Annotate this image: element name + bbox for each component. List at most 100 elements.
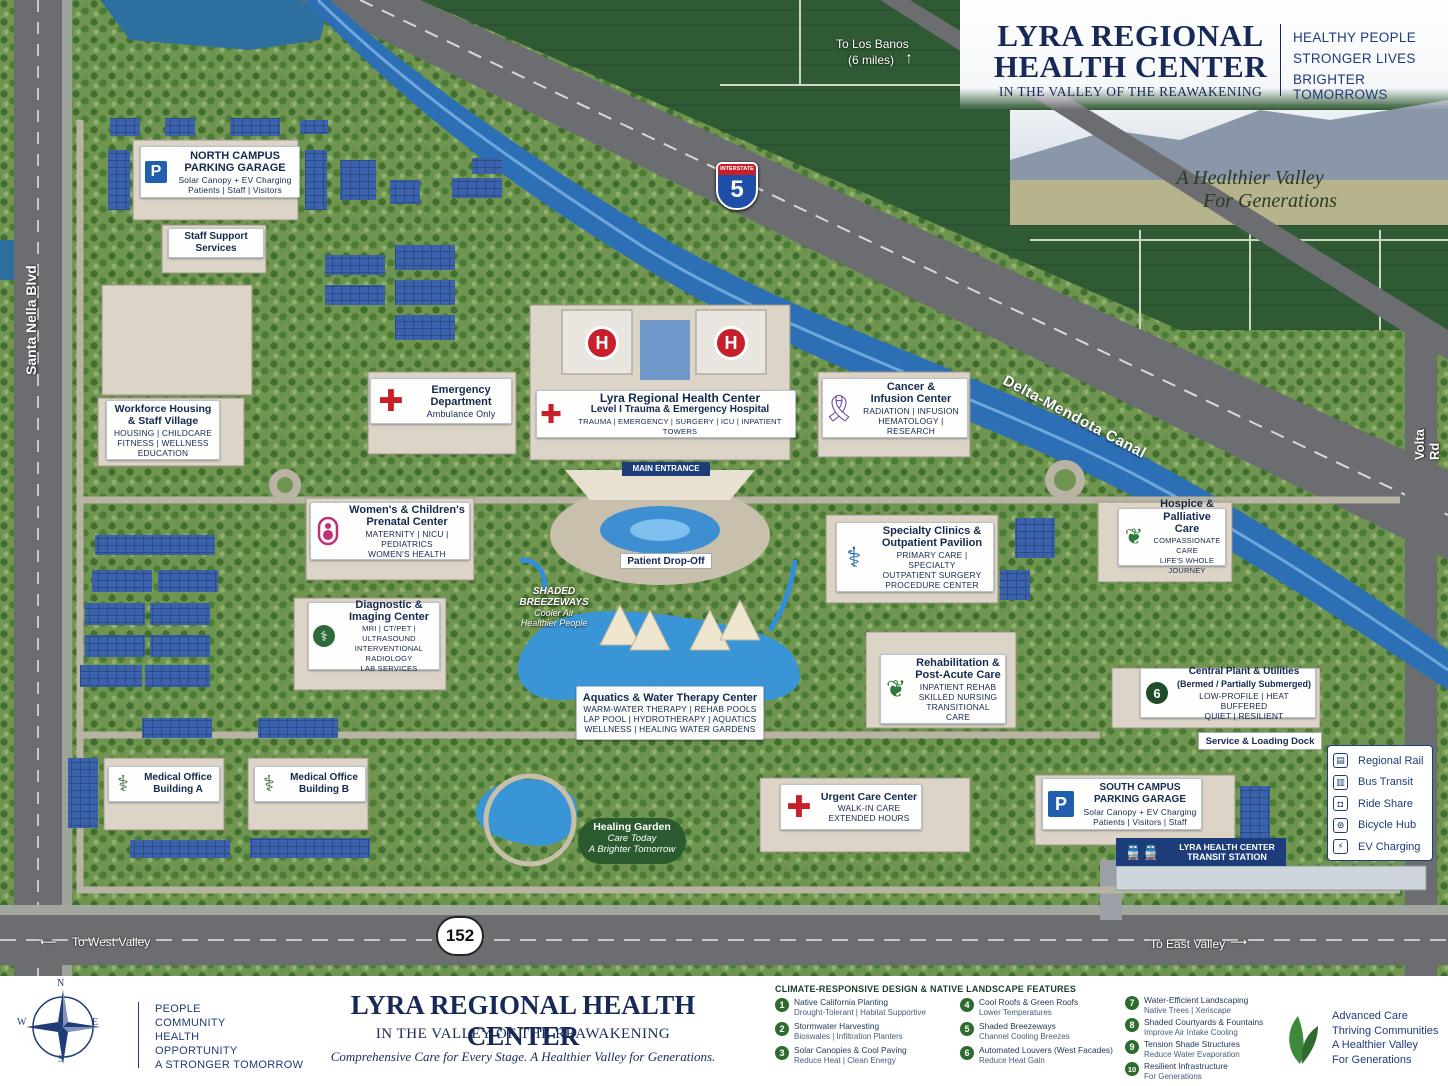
people-list: PEOPLE COMMUNITY HEALTH OPPORTUNITY A ST… [155, 1003, 304, 1071]
parking-icon: P [141, 161, 171, 183]
transit-item-rideshare: ◘Ride Share [1333, 793, 1427, 815]
helipad-right: H [714, 326, 748, 360]
leaves-icon [1289, 1016, 1318, 1064]
medical-office-b-label: ⚕ Medical Office Building B [254, 766, 366, 802]
transit-item-bus: ▥Bus Transit [1333, 772, 1427, 794]
mother-child-icon-svg [317, 516, 339, 546]
footer-title: LYRA REGIONAL HEALTH CENTER [350, 990, 696, 1051]
medical-office-a-label: ⚕ Medical Office Building A [108, 766, 220, 802]
svg-text:⚕: ⚕ [320, 629, 328, 645]
bicycle-icon: ⊙ [1333, 817, 1348, 833]
leaf-icon: ❦ [885, 675, 907, 703]
compass-e: E [92, 1017, 99, 1028]
patient-dropoff-label: Patient Drop-Off [620, 553, 712, 569]
main-entrance-label: MAIN ENTRANCE [622, 462, 710, 476]
valley-slogan-1: A Healthier Valley [1176, 167, 1324, 189]
arrow-left-icon: ⟵ [40, 935, 58, 949]
specialty-clinics-label: ⚕ Specialty Clinics & Outpatient Pavilio… [836, 522, 994, 592]
central-plant-label: 6 Central Plant & Utilities (Bermed / Pa… [1140, 666, 1316, 721]
stethoscope-icon: ⚕ [846, 541, 862, 573]
compass-w: W [17, 1017, 27, 1028]
interstate-5-shield: INTERSTATE 5 [716, 162, 758, 210]
service-dock-label: Service & Loading Dock [1198, 732, 1322, 750]
to-east-valley-label: To East Valley [1150, 937, 1226, 951]
transit-legend: ▤Regional Rail ▥Bus Transit ◘Ride Share … [1327, 745, 1433, 861]
diagnostic-imaging-label: ⚕ Diagnostic & Imaging Center MRI | CT/P… [308, 599, 440, 673]
tagline-3: BRIGHTER TOMORROWS [1293, 72, 1388, 102]
volta-rd-label: Volta Rd [1412, 429, 1442, 460]
rehabilitation-label: ❦ Rehabilitation & Post-Acute Care INPAT… [880, 654, 1006, 724]
leaf-icon: ❦ [1124, 524, 1144, 549]
caduceus-icon: ⚕ [263, 771, 275, 796]
womens-childrens-label: Women's & Children's Prenatal Center MAT… [310, 502, 470, 560]
workforce-housing-label: Workforce Housing & Staff Village HOUSIN… [106, 400, 220, 460]
red-cross-icon: ✚ [378, 384, 404, 418]
hospice-label: ❦ Hospice & Palliative Care COMPASSIONAT… [1118, 498, 1226, 575]
train-icon: 🚆🚆 [1124, 843, 1160, 860]
shaded-breezeways-label: SHADED BREEZEWAYS Cooler Air Healthier P… [519, 586, 589, 628]
footer-divider-left [138, 1002, 139, 1068]
red-cross-icon: ✚ [540, 398, 562, 429]
title-panel [960, 0, 1448, 110]
interstate-number: 5 [730, 176, 744, 203]
caduceus-icon: ⚕ [117, 771, 129, 796]
helipad-left: H [585, 326, 619, 360]
compass-rose-icon [26, 990, 100, 1064]
aquatics-label: Aquatics & Water Therapy Center WARM-WAT… [576, 686, 764, 740]
rail-icon: ▤ [1333, 753, 1348, 769]
los-banos-distance: (6 miles) [848, 53, 895, 67]
transit-item-rail: ▤Regional Rail [1333, 750, 1427, 772]
mother-child-icon [311, 516, 345, 546]
footer-subtitle: IN THE VALLEY OF THE REAWAKENING [375, 1026, 671, 1042]
title-divider [1280, 24, 1281, 96]
transit-item-bicycle: ⊙Bicycle Hub [1333, 815, 1427, 837]
medical-emblem-icon-svg: ⚕ [313, 625, 335, 647]
red-cross-icon: ✚ [786, 790, 812, 824]
footer-panel [0, 976, 1448, 1086]
tagline-1: HEALTHY PEOPLE [1293, 30, 1416, 45]
bus-icon: ▥ [1333, 774, 1348, 790]
interstate-shield-top: INTERSTATE [718, 164, 756, 175]
south-campus-garage-label: P SOUTH CAMPUS PARKING GARAGE Solar Cano… [1042, 778, 1202, 830]
main-hospital-label: ✚ Lyra Regional Health Center Level I Tr… [536, 390, 796, 438]
car-icon: ◘ [1333, 796, 1348, 812]
compass-s: S [58, 1054, 64, 1065]
transit-item-ev: ⚡EV Charging [1333, 836, 1427, 858]
page-title: LYRA REGIONAL HEALTH CENTER [993, 18, 1268, 84]
transit-station-label: 🚆🚆 LYRA HEALTH CENTER TRANSIT STATION [1116, 838, 1286, 866]
feature-6-badge: 6 [1141, 682, 1173, 704]
page-subtitle: IN THE VALLEY OF THE REAWAKENING [998, 84, 1263, 99]
footer-slogan: Comprehensive Care for Every Stage. A He… [330, 1049, 716, 1064]
emergency-department-label: ✚ Emergency Department Ambulance Only [370, 378, 512, 424]
to-west-valley-label: To West Valley [72, 935, 151, 949]
healing-garden-label: Healing Garden Care Today A Brighter Tom… [578, 818, 686, 864]
tagline-2: STRONGER LIVES [1293, 51, 1416, 66]
ev-plug-icon: ⚡ [1333, 839, 1348, 855]
valley-slogan-2: For Generations [1203, 190, 1337, 212]
advanced-care-list: Advanced Care Thriving Communities A Hea… [1332, 1010, 1439, 1066]
to-los-banos-label: To Los Banos [836, 37, 909, 51]
arrow-right-icon: ⟶ [1230, 935, 1248, 949]
arrow-up-icon: ↑ [905, 50, 913, 67]
parking-icon: P [1043, 791, 1079, 817]
highway-152-shield: 152 [436, 916, 484, 956]
features-title: CLIMATE-RESPONSIVE DESIGN & NATIVE LANDS… [775, 984, 1077, 994]
compass-n: N [57, 978, 65, 989]
cancer-infusion-label: 🎗 Cancer & Infusion Center RADIATION | I… [822, 378, 968, 438]
north-campus-garage-label: P NORTH CAMPUS PARKING GARAGE Solar Cano… [140, 146, 300, 198]
urgent-care-label: ✚ Urgent Care Center WALK-IN CARE EXTEND… [780, 784, 922, 830]
santa-nella-blvd-label: Santa Nella Blvd [23, 265, 39, 375]
staff-support-label: Staff Support Services [168, 228, 264, 258]
awareness-ribbon-icon: 🎗 [822, 392, 856, 423]
medical-emblem-icon: ⚕ [309, 624, 339, 648]
